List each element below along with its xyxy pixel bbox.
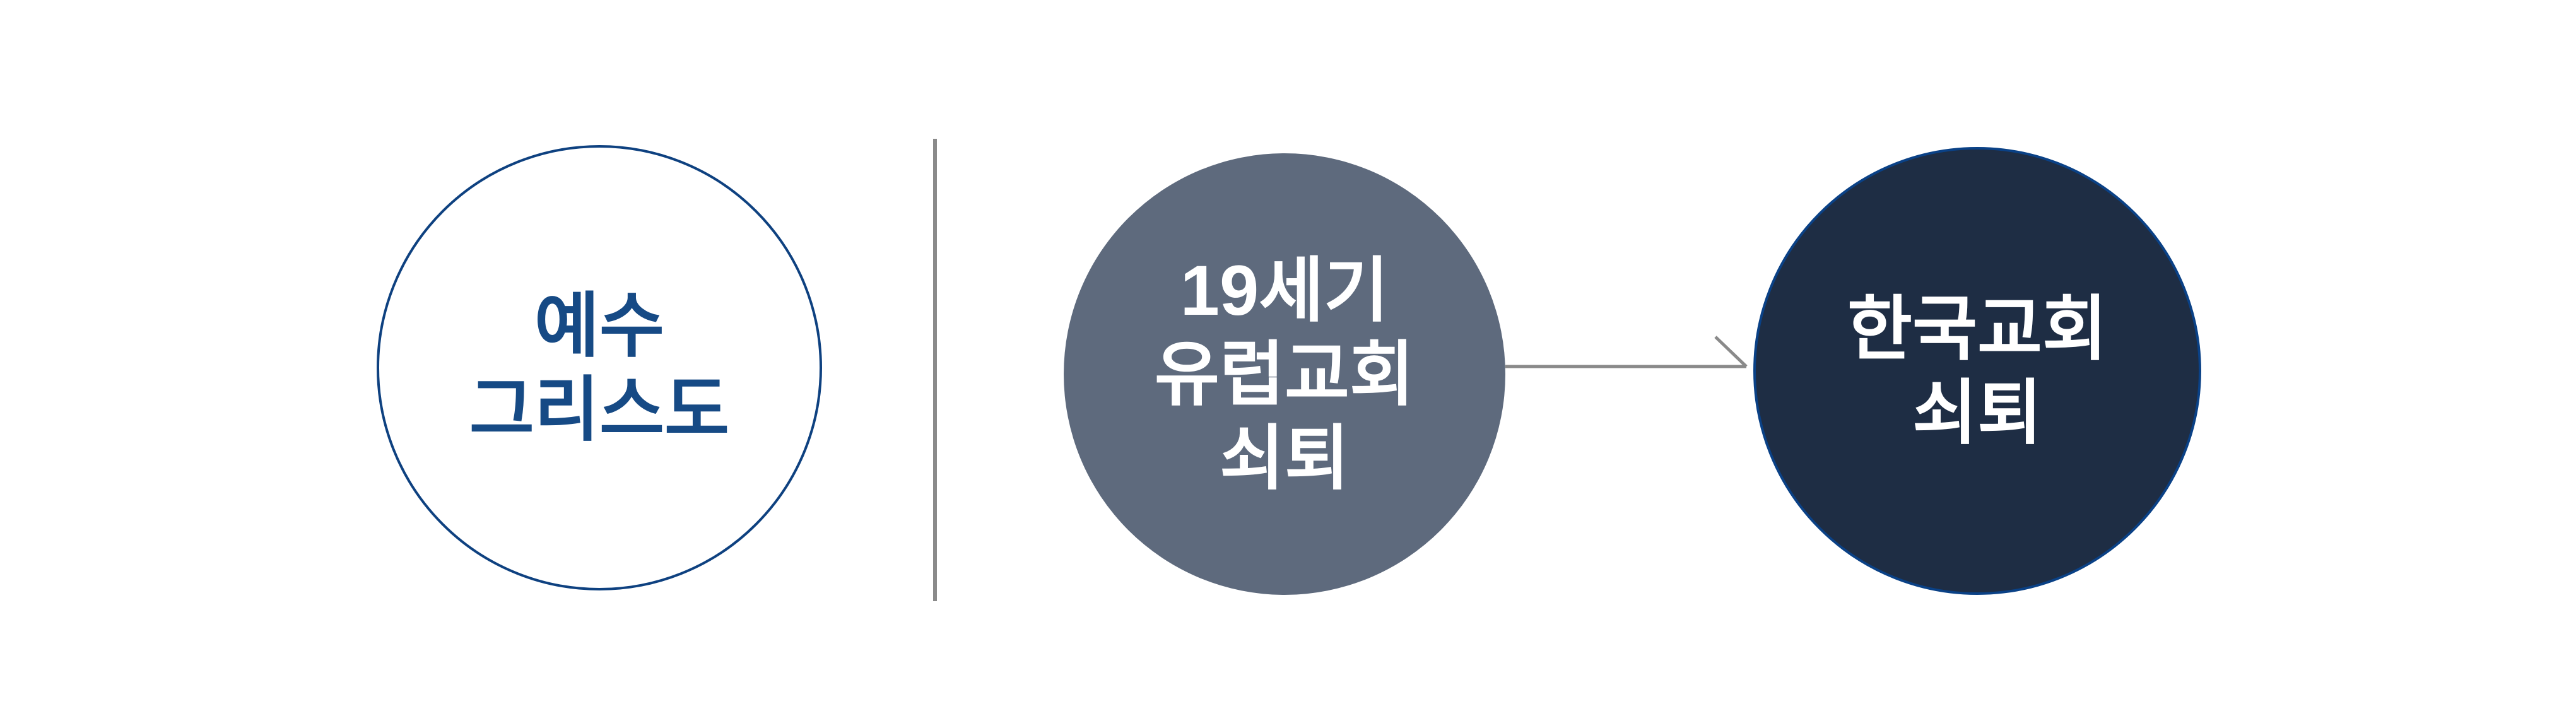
jesus-christ-circle: 예수 그리스도 (377, 145, 822, 590)
vertical-divider-line (933, 139, 937, 601)
label-line-3: 쇠퇴 (1219, 418, 1350, 498)
europe-church-decline-label: 19세기 유럽교회 쇠퇴 (1155, 249, 1414, 500)
label-line-2: 그리스도 (469, 370, 730, 449)
label-line-1: 한국교회 (1847, 290, 2108, 368)
jesus-christ-label: 예수 그리스도 (469, 284, 729, 452)
korean-church-decline-circle: 한국교회 쇠퇴 (1753, 147, 2201, 595)
label-line-1: 예수 (534, 286, 665, 365)
korean-church-decline-label: 한국교회 쇠퇴 (1847, 287, 2107, 455)
label-line-1: 19세기 (1180, 250, 1389, 330)
europe-church-decline-circle: 19세기 유럽교회 쇠퇴 (1064, 153, 1505, 595)
label-line-2: 쇠퇴 (1912, 373, 2043, 452)
label-line-2: 유럽교회 (1154, 334, 1415, 414)
right-arrow-connector (1505, 336, 1748, 368)
